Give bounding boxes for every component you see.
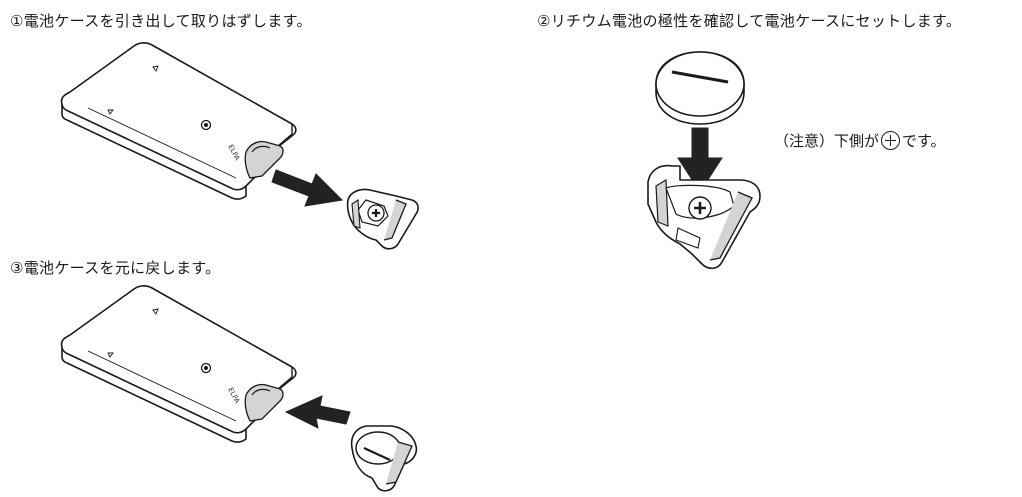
note-suffix: です。 — [902, 132, 946, 150]
polarity-note: （注意）下側が です。 — [774, 130, 946, 151]
insert-down-arrow — [677, 127, 723, 193]
step-1-instruction: ①電池ケースを引き出して取りはずします。 — [10, 12, 312, 30]
remote-control-step1: ELPA — [60, 42, 297, 200]
pull-out-arrow — [271, 169, 344, 207]
note-prefix: （注意）下側が — [774, 132, 880, 150]
battery-tray-step1 — [346, 188, 419, 250]
plus-in-circle-icon — [881, 131, 901, 150]
remote-control-step3: ELPA — [60, 285, 297, 443]
step-3-instruction: ③電池ケースを元に戻します。 — [10, 259, 221, 277]
push-in-arrow — [284, 395, 351, 429]
battery-tray-with-battery-step3 — [350, 425, 418, 492]
step-2-instruction: ②リチウム電池の極性を確認して電池ケースにセットします。 — [537, 12, 962, 30]
coin-battery — [655, 51, 745, 125]
battery-tray-step2 — [647, 164, 761, 270]
